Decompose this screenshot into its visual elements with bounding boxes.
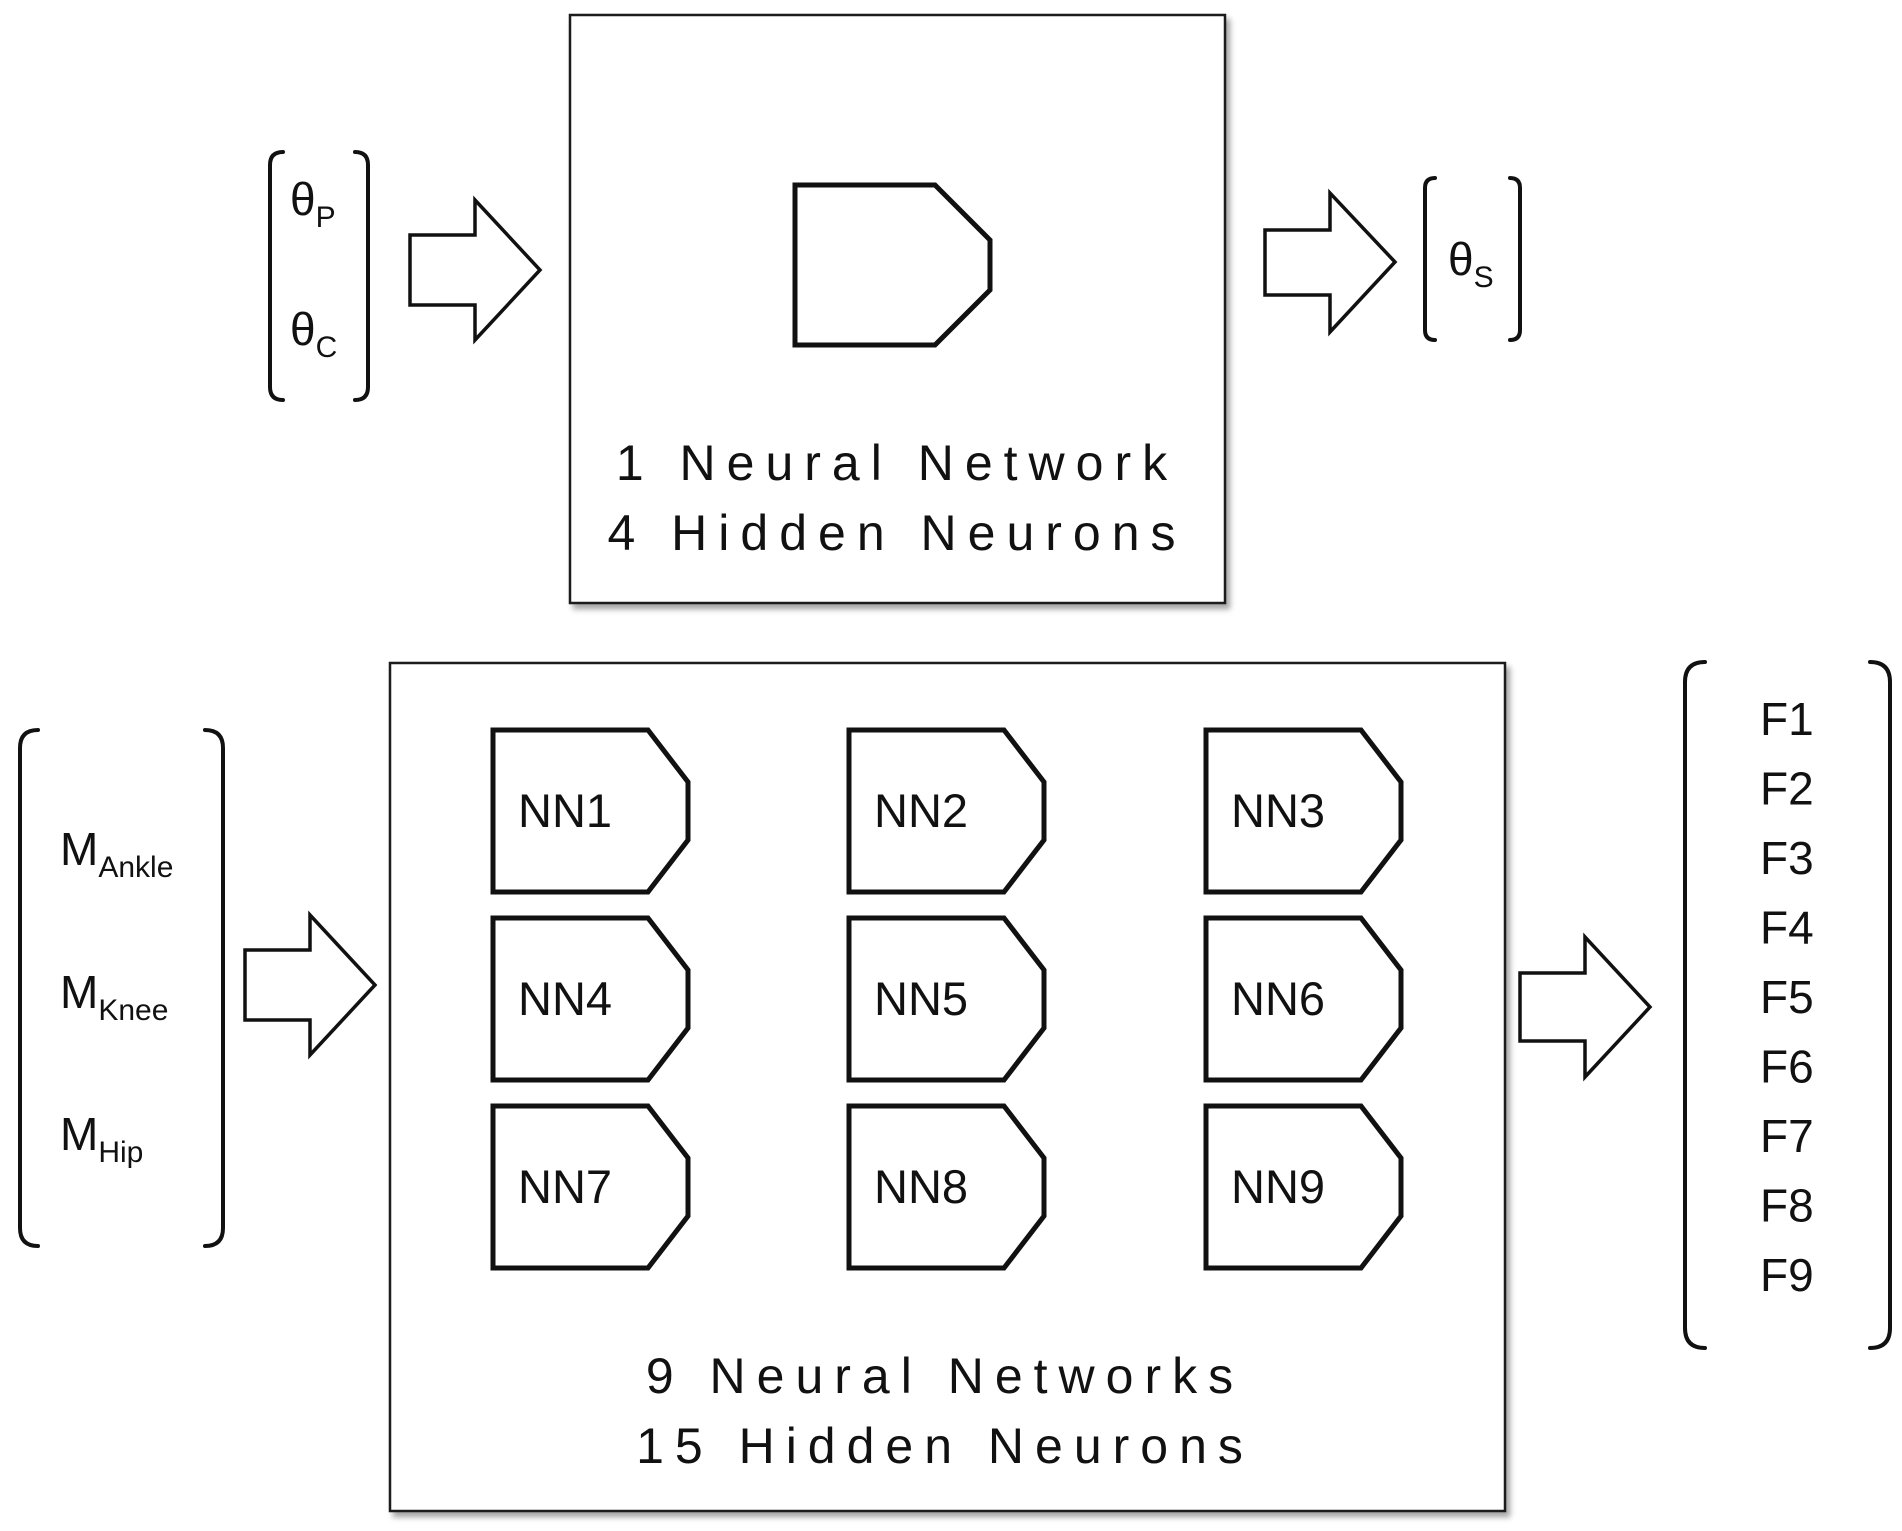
output-label: F7 [1760, 1110, 1814, 1162]
network-label: NN4 [518, 972, 612, 1025]
output-label: F1 [1760, 693, 1814, 745]
bottom-caption-line1: 9 Neural Networks [646, 1348, 1244, 1404]
network-shape [490, 915, 691, 1083]
m-ankle-label: MAnkle [60, 823, 173, 884]
output-label: F9 [1760, 1249, 1814, 1301]
top-caption-line2: 4 Hidden Neurons [607, 505, 1186, 561]
output-label: F5 [1760, 971, 1814, 1023]
right-bracket [353, 150, 370, 402]
network-label: NN8 [874, 1160, 968, 1213]
network-shape [846, 915, 1047, 1083]
network-shape [1203, 915, 1404, 1083]
network-shape [1203, 727, 1404, 895]
network-icon: NN1 [490, 727, 691, 895]
network-label: NN5 [874, 972, 968, 1025]
top-caption-line1: 1 Neural Network [616, 435, 1178, 491]
output-label: F2 [1760, 763, 1814, 815]
right-bracket [203, 728, 225, 1248]
m-knee-label: MKnee [60, 966, 168, 1027]
network-icon: NN8 [846, 1103, 1047, 1271]
output-label: F3 [1760, 832, 1814, 884]
top-input-arrow [408, 195, 543, 345]
network-icon: NN7 [490, 1103, 691, 1271]
bottom-input-vector: MAnkle MKnee MHip [18, 728, 225, 1248]
left-bracket [1683, 660, 1707, 1350]
network-shape [846, 1103, 1047, 1271]
network-icon: NN9 [1203, 1103, 1404, 1271]
top-input-vector: θP θC [268, 150, 370, 402]
network-icon: NN2 [846, 727, 1047, 895]
single-network-icon [792, 182, 993, 348]
network-icon: NN4 [490, 915, 691, 1083]
m-hip-label: MHip [60, 1108, 143, 1169]
bottom-input-arrow [243, 910, 378, 1060]
right-bracket [1508, 176, 1522, 342]
network-icon: NN6 [1203, 915, 1404, 1083]
bottom-output-arrow [1518, 932, 1653, 1082]
left-bracket [18, 728, 40, 1248]
network-label: NN7 [518, 1160, 612, 1213]
network-label: NN1 [518, 784, 612, 837]
network-shape [490, 1103, 691, 1271]
top-output-arrow [1263, 188, 1398, 337]
left-bracket [1423, 176, 1437, 342]
network-label: NN6 [1231, 972, 1325, 1025]
network-shape [490, 727, 691, 895]
theta-s-label: θS [1448, 233, 1494, 294]
top-output-vector: θS [1423, 176, 1522, 342]
network-label: NN9 [1231, 1160, 1325, 1213]
output-label: F8 [1760, 1180, 1814, 1232]
network-shape [846, 727, 1047, 895]
output-label: F6 [1760, 1041, 1814, 1093]
right-bracket [1868, 660, 1892, 1350]
theta-c-label: θC [290, 303, 337, 364]
left-bracket [268, 150, 285, 402]
bottom-caption-line2: 15 Hidden Neurons [636, 1418, 1254, 1474]
output-label: F4 [1760, 902, 1814, 954]
network-icon: NN5 [846, 915, 1047, 1083]
theta-p-label: θP [290, 173, 336, 234]
network-label: NN3 [1231, 784, 1325, 837]
network-icon: NN3 [1203, 727, 1404, 895]
network-label: NN2 [874, 784, 968, 837]
network-shape [1203, 1103, 1404, 1271]
